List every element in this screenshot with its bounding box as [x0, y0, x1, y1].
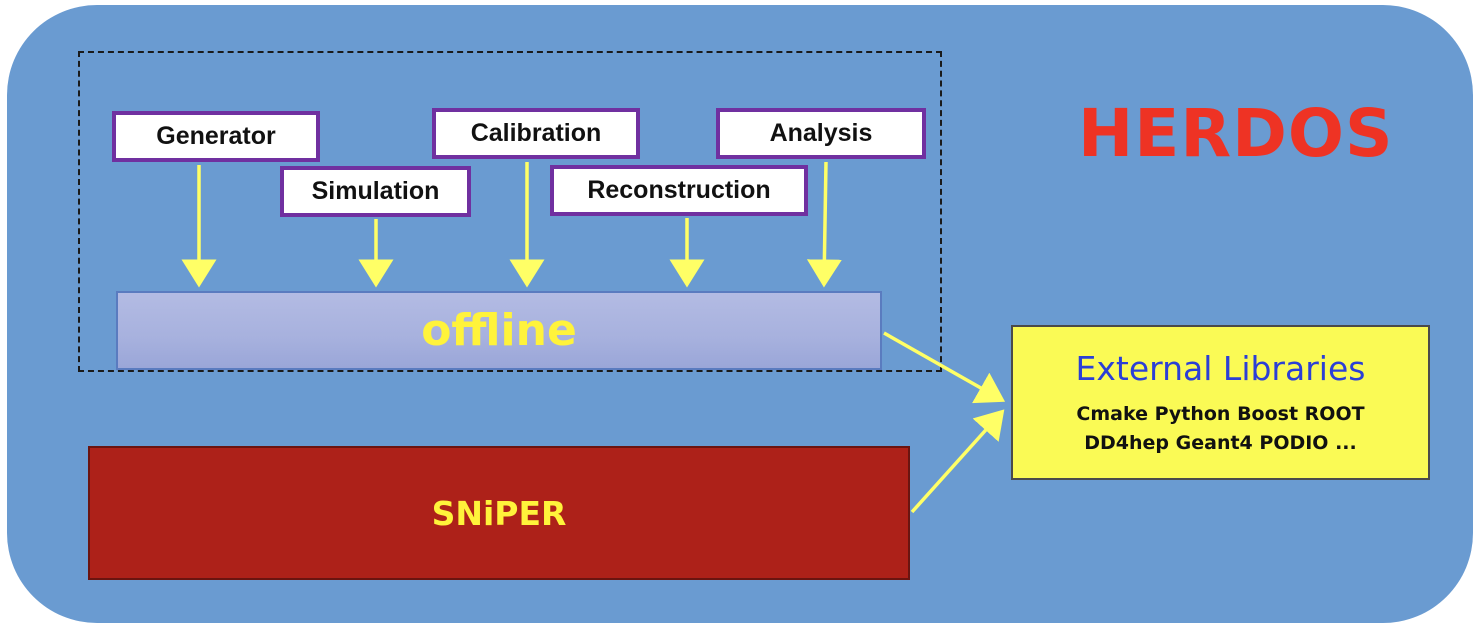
- simulation-box: Simulation: [280, 166, 471, 217]
- generator-label: Generator: [156, 122, 276, 150]
- external-libraries-box: External Libraries Cmake Python Boost RO…: [1011, 325, 1430, 480]
- external-libraries-line-1: Cmake Python Boost ROOT: [1076, 403, 1365, 425]
- analysis-box: Analysis: [716, 108, 926, 159]
- analysis-label: Analysis: [769, 119, 873, 147]
- external-libraries-line-2: DD4hep Geant4 PODIO ...: [1084, 432, 1357, 454]
- reconstruction-box: Reconstruction: [550, 165, 808, 216]
- simulation-label: Simulation: [311, 177, 440, 205]
- sniper-label: SNiPER: [431, 493, 567, 533]
- reconstruction-label: Reconstruction: [587, 176, 771, 204]
- offline-group-boundary: [78, 51, 942, 372]
- sniper-layer: SNiPER: [88, 446, 910, 580]
- calibration-label: Calibration: [470, 119, 602, 147]
- offline-label: offline: [421, 305, 577, 356]
- generator-box: Generator: [112, 111, 320, 162]
- external-libraries-title: External Libraries: [1075, 349, 1366, 388]
- offline-layer: offline: [116, 291, 882, 370]
- calibration-box: Calibration: [432, 108, 640, 159]
- herdos-title: HERDOS: [1078, 94, 1394, 172]
